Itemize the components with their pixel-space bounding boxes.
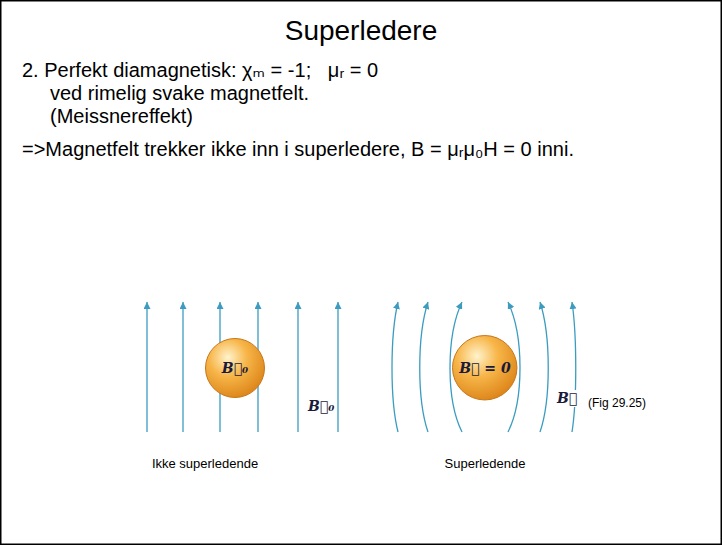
panel-caption: Superledende [445,456,526,472]
field-line [297,302,298,432]
field-line [420,302,428,432]
body-text: ved rimelig svake magnetfelt. [50,81,309,105]
sphere-shape [206,339,265,398]
sphere-node: B⃗ = 0 [452,335,517,400]
field-symbol: B⃗ [555,390,579,407]
field-line [182,302,183,432]
body-text: 2. Perfekt diamagnetisk: χₘ = -1; μᵣ = 0 [22,58,378,82]
body-text: =>Magnetfelt trekker ikke inn i superled… [22,137,574,161]
panel-caption: Ikke superledende [152,456,258,472]
field-symbol: B⃗₀ [222,360,248,377]
sphere-node: B⃗₀ [205,338,265,398]
field-line [572,302,576,432]
sphere-shape [453,336,517,400]
field-line [337,302,338,432]
figure-reference: (Fig 29.25) [588,396,646,410]
slide-title: Superledere [285,14,438,48]
field-line [540,302,548,432]
field-line [146,302,147,432]
field-symbol: B⃗ = 0 [459,360,510,377]
field-symbol: B⃗₀ [306,398,336,415]
field-line [392,302,398,432]
body-text: (Meissnereffekt) [50,104,193,128]
